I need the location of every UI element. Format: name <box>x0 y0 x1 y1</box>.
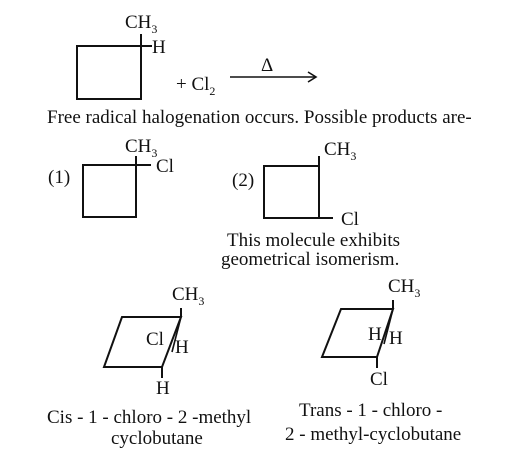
product-2-note-line2: geometrical isomerism. <box>221 249 399 270</box>
product-1-ring <box>82 164 137 218</box>
cis-h-right-label: H <box>175 337 189 358</box>
trans-isomer: CH3 H H Cl Trans - 1 - chloro - 2 - meth… <box>285 276 461 445</box>
trans-name-line2: 2 - methyl-cyclobutane <box>285 424 461 445</box>
cis-h-bond <box>171 316 182 353</box>
cis-isomer: CH3 Cl H H Cis - 1 - chloro - 2 -methyl … <box>47 284 251 449</box>
trans-ring <box>320 308 395 358</box>
trans-h-left-label: H <box>368 324 382 345</box>
reactant-h-label: H <box>152 37 166 58</box>
trans-h-bond <box>383 308 394 345</box>
trans-h-right-label: H <box>389 328 403 349</box>
reactant-ch3-label: CH3 <box>125 12 157 36</box>
product-2-note-line1: This molecule exhibits <box>227 230 400 251</box>
cis-ring <box>102 316 183 368</box>
reactant-molecule: CH3 H <box>76 12 166 100</box>
reactant-ring <box>76 45 142 100</box>
product-2-cl-label: Cl <box>341 209 359 230</box>
trans-name-line1: Trans - 1 - chloro - <box>299 400 442 421</box>
trans-cl-label: Cl <box>370 369 388 390</box>
cis-name-line2: cyclobutane <box>111 428 203 449</box>
chlorine-reagent: + Cl2 <box>176 74 215 98</box>
cis-h-bottom-label: H <box>156 378 170 399</box>
product-1-number: (1) <box>48 167 70 188</box>
product-2-ch3-label: CH3 <box>324 139 356 163</box>
reaction-arrowhead <box>307 71 318 83</box>
trans-ch3-label: CH3 <box>388 276 420 300</box>
product-2-ring <box>263 165 320 219</box>
reaction-statement: Free radical halogenation occurs. Possib… <box>47 107 472 128</box>
cis-ch3-label: CH3 <box>172 284 204 308</box>
cis-cl-label: Cl <box>146 329 164 350</box>
heat-symbol: Δ <box>261 55 273 76</box>
cis-name-line1: Cis - 1 - chloro - 2 -methyl <box>47 407 251 428</box>
product-1-ch3-label: CH3 <box>125 136 157 160</box>
product-2-number: (2) <box>232 170 254 191</box>
product-1: (1) CH3 Cl <box>48 136 174 218</box>
product-1-cl-label: Cl <box>156 156 174 177</box>
product-2: (2) CH3 Cl This molecule exhibits geomet… <box>221 139 400 270</box>
